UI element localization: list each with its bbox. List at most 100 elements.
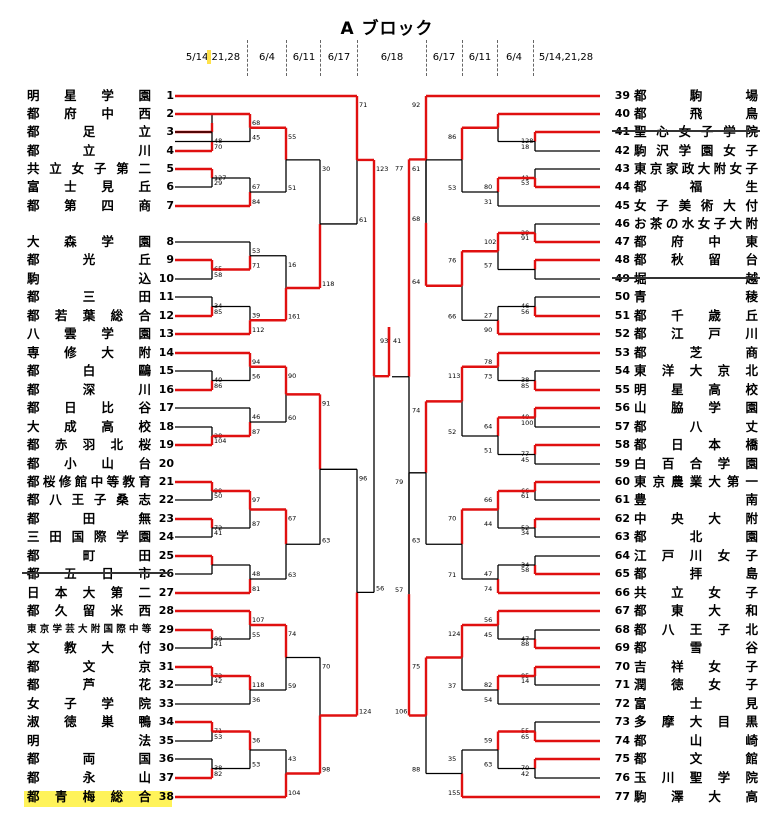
- team-name-char: 子: [64, 696, 77, 711]
- team-name: 都府中東: [634, 233, 758, 250]
- score-label: 16: [288, 261, 296, 269]
- seed-number: 13: [158, 327, 174, 340]
- team-name-char: 都: [634, 88, 647, 103]
- team-name-char: 園: [700, 143, 714, 158]
- team-name-char: 都: [27, 143, 40, 158]
- score-label: 104: [214, 437, 226, 445]
- team-name: 都足立: [27, 123, 151, 140]
- score-label: 86: [448, 133, 456, 141]
- score-label: 45: [484, 631, 492, 639]
- seed-number: 20: [158, 457, 174, 470]
- team-name: 都小山台: [27, 455, 151, 472]
- seed-number: 22: [158, 493, 174, 506]
- team-name-char: 桑: [116, 492, 129, 507]
- team-name: 都秋留台: [634, 251, 758, 268]
- score-label: 93: [380, 337, 388, 345]
- score-label: 67: [252, 183, 260, 191]
- score-label: 56: [252, 373, 260, 381]
- score-label: 106: [395, 708, 407, 716]
- score-label: 55: [288, 133, 296, 141]
- team-name: 都北園: [634, 528, 758, 545]
- team-name-char: 京: [717, 363, 731, 378]
- team-name-char: 都: [634, 751, 647, 766]
- team-name-char: 都: [27, 308, 40, 323]
- team-name-char: 駒: [689, 88, 703, 103]
- team-name-char: の: [665, 216, 679, 231]
- team-name-char: 校: [138, 419, 151, 434]
- team-name-char: 都: [634, 733, 647, 748]
- team-name-char: 院: [745, 770, 758, 785]
- team-name-char: 東: [745, 234, 758, 249]
- team-name: 専修大附: [27, 344, 151, 361]
- score-label: 90: [288, 372, 296, 380]
- team-name: 富士見丘: [27, 178, 151, 195]
- score-label: 66: [448, 312, 456, 320]
- seed-number: 36: [158, 752, 174, 765]
- score-label: 63: [412, 536, 420, 544]
- team-name: 都文館: [634, 750, 758, 767]
- team-name-char: 豊: [634, 492, 647, 507]
- team-name-char: 高: [745, 789, 758, 804]
- team-name-char: 二: [138, 585, 151, 600]
- team-name-char: 見: [745, 696, 758, 711]
- team-name-char: 園: [745, 400, 758, 415]
- team-name-char: 吉: [634, 659, 647, 674]
- team-name: 都芦花: [27, 676, 151, 693]
- team-name-char: 永: [82, 770, 96, 785]
- team-name-char: 川: [138, 143, 151, 158]
- seed-number: 60: [614, 475, 630, 488]
- seed-number: 10: [158, 272, 174, 285]
- team-name-char: 東: [27, 624, 37, 635]
- team-name-char: 歳: [708, 308, 721, 323]
- score-label: 77: [395, 164, 403, 172]
- team-name-char: 学: [101, 88, 114, 103]
- seed-number: 44: [614, 180, 630, 193]
- team-name-char: 都: [27, 677, 40, 692]
- score-label: 54: [484, 696, 492, 704]
- seed-number: 8: [166, 235, 174, 248]
- team-name: 都青梅総合: [27, 788, 151, 805]
- score-label: 85: [214, 308, 222, 316]
- score-label: 55: [252, 631, 260, 639]
- team-name-char: 台: [138, 456, 151, 471]
- team-name: 淑徳巣鴨: [27, 713, 151, 730]
- team-name-char: 田: [138, 289, 151, 304]
- team-name-char: 米: [110, 603, 124, 618]
- score-label: 60: [288, 414, 296, 422]
- team-name-char: 文: [27, 640, 40, 655]
- team-name: 都文京: [27, 658, 151, 675]
- team-name-char: 女: [697, 216, 711, 231]
- score-label: 92: [412, 101, 420, 109]
- seed-number: 16: [158, 383, 174, 396]
- seed-number: 27: [158, 586, 174, 599]
- team-name-char: 子: [745, 161, 758, 176]
- score-label: 104: [288, 789, 300, 797]
- score-label: 87: [252, 520, 260, 528]
- team-name-char: 鷗: [138, 363, 151, 378]
- date-r2-left: 6/4: [258, 52, 276, 63]
- team-name-char: 福: [689, 179, 703, 194]
- team-name-char: 三: [82, 289, 96, 304]
- team-name-char: 都: [27, 511, 40, 526]
- team-name: 都飛鳥: [634, 105, 758, 122]
- team-name-char: 青: [54, 789, 68, 804]
- score-label: 118: [322, 280, 334, 288]
- team-name-char: 女: [708, 677, 721, 692]
- team-name-char: 都: [27, 659, 40, 674]
- team-name-char: 富: [27, 179, 40, 194]
- seed-number: 46: [614, 217, 630, 230]
- team-name: 都拝島: [634, 565, 758, 582]
- team-name-char: 田: [82, 511, 96, 526]
- team-name-char: 北: [110, 437, 124, 452]
- score-label: 88: [412, 766, 420, 774]
- team-name-char: 際: [93, 529, 107, 544]
- team-name: 女子学院: [27, 695, 151, 712]
- team-name-char: 京: [39, 624, 50, 635]
- score-label: 61: [521, 492, 529, 500]
- score-label: 61: [359, 216, 367, 224]
- score-label: 48: [252, 570, 260, 578]
- team-name-char: 大: [27, 234, 40, 249]
- seed-number: 32: [158, 678, 174, 691]
- score-label: 46: [252, 413, 260, 421]
- seed-number: 73: [614, 715, 630, 728]
